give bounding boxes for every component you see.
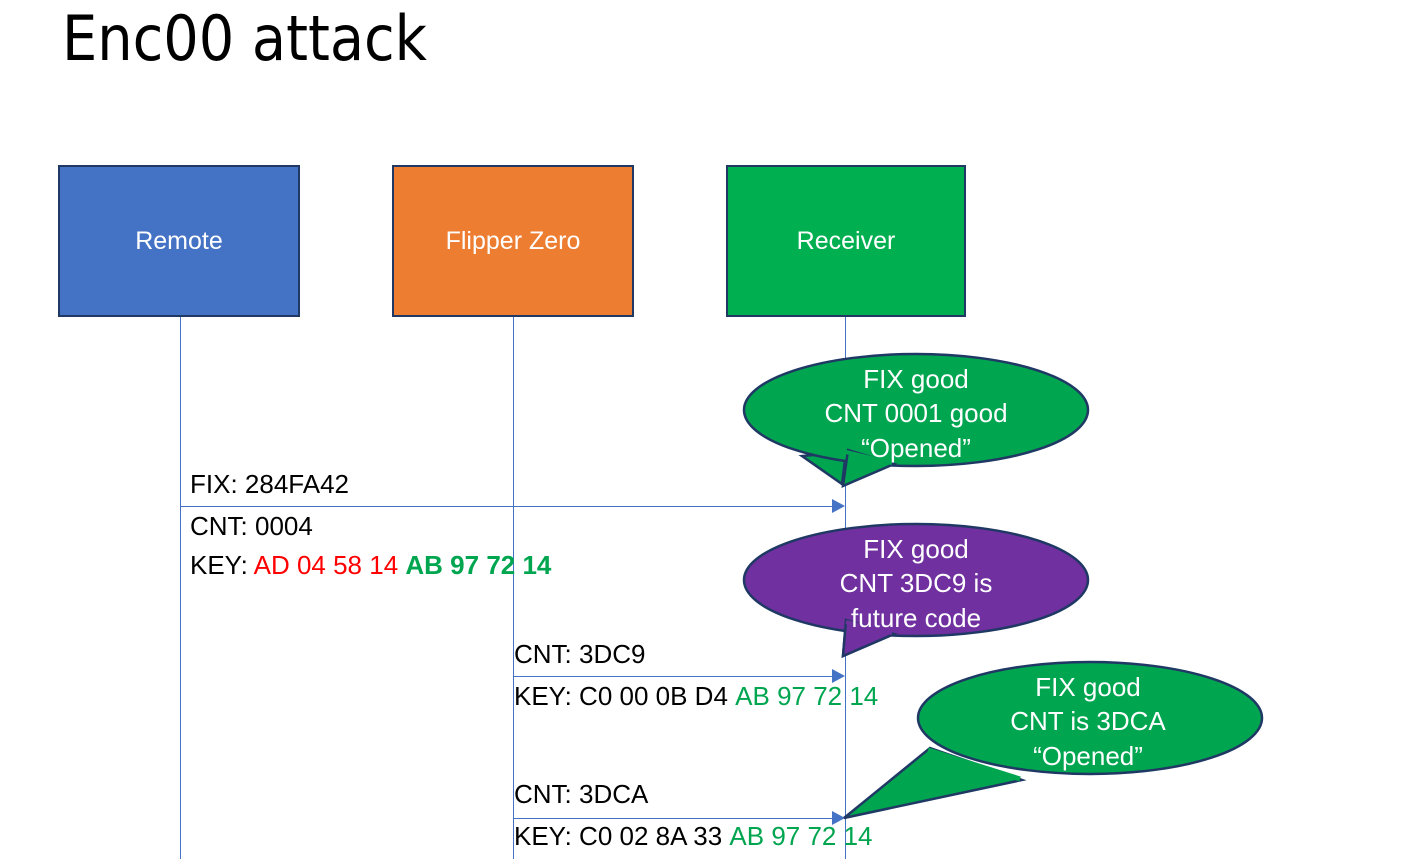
message-arrow-1-line: [180, 506, 834, 507]
label-key1-hex-red: AD 04 58 14: [253, 550, 399, 580]
callout-3-ellipse: [916, 660, 1264, 776]
message-label-cnt-3dc9: CNT: 3DC9: [514, 639, 646, 670]
actor-box-flipper-zero: Flipper Zero: [392, 165, 634, 317]
actor-box-remote: Remote: [58, 165, 300, 317]
label-key3-prefix: KEY:: [514, 821, 580, 851]
message-arrow-2-line: [513, 676, 834, 677]
page-title: Enc00 attack: [62, 2, 427, 75]
callout-2-ellipse: [742, 522, 1090, 638]
label-key3-hex-green: AB 97 72 14: [729, 821, 873, 851]
message-label-cnt-3dca: CNT: 3DCA: [514, 779, 649, 810]
label-key2-prefix: KEY:: [514, 681, 580, 711]
actor-label-remote: Remote: [135, 226, 223, 255]
message-label-fix: FIX: 284FA42: [190, 469, 349, 500]
message-label-key-3dc9: KEY: C0 00 0B D4 AB 97 72 14: [514, 681, 879, 712]
callout-bubble-future-code: FIX good CNT 3DC9 is future code: [742, 522, 1090, 682]
message-arrow-3-head: [832, 811, 845, 825]
lifeline-flipper-zero: [513, 317, 514, 859]
actor-label-receiver: Receiver: [796, 226, 896, 255]
label-cnt1-prefix: CNT:: [190, 511, 255, 541]
label-fix-value: 284FA42: [244, 469, 349, 499]
actor-label-flipper-zero: Flipper Zero: [445, 226, 581, 255]
callout-bubble-receiver-ack-1: FIX good CNT 0001 good “Opened”: [742, 352, 1090, 512]
message-arrow-3-line: [513, 818, 834, 819]
label-key2-hex-black: C0 00 0B D4: [579, 681, 728, 711]
label-cnt3-prefix: CNT:: [514, 779, 579, 809]
callout-1-ellipse: [742, 352, 1090, 468]
label-key2-hex-green: AB 97 72 14: [735, 681, 879, 711]
callout-bubble-receiver-ack-2: FIX good CNT is 3DCA “Opened”: [843, 660, 1264, 825]
label-cnt2-prefix: CNT:: [514, 639, 579, 669]
message-label-cnt-0004: CNT: 0004: [190, 511, 313, 542]
label-fix-prefix: FIX:: [190, 469, 245, 499]
label-cnt3-value: 3DCA: [579, 779, 649, 809]
label-key1-prefix: KEY:: [190, 550, 254, 580]
message-label-key-3dca: KEY: C0 02 8A 33 AB 97 72 14: [514, 821, 873, 852]
label-cnt2-value: 3DC9: [579, 639, 646, 669]
label-cnt1-value: 0004: [255, 511, 313, 541]
actor-box-receiver: Receiver: [726, 165, 966, 317]
lifeline-remote: [180, 317, 181, 859]
message-arrow-2-head: [832, 669, 845, 683]
message-arrow-1-head: [832, 499, 845, 513]
label-key1-hex-green: AB 97 72 14: [405, 550, 552, 580]
label-key3-hex-black: C0 02 8A 33: [579, 821, 723, 851]
message-label-key-remote: KEY: AD 04 58 14 AB 97 72 14: [190, 550, 552, 581]
